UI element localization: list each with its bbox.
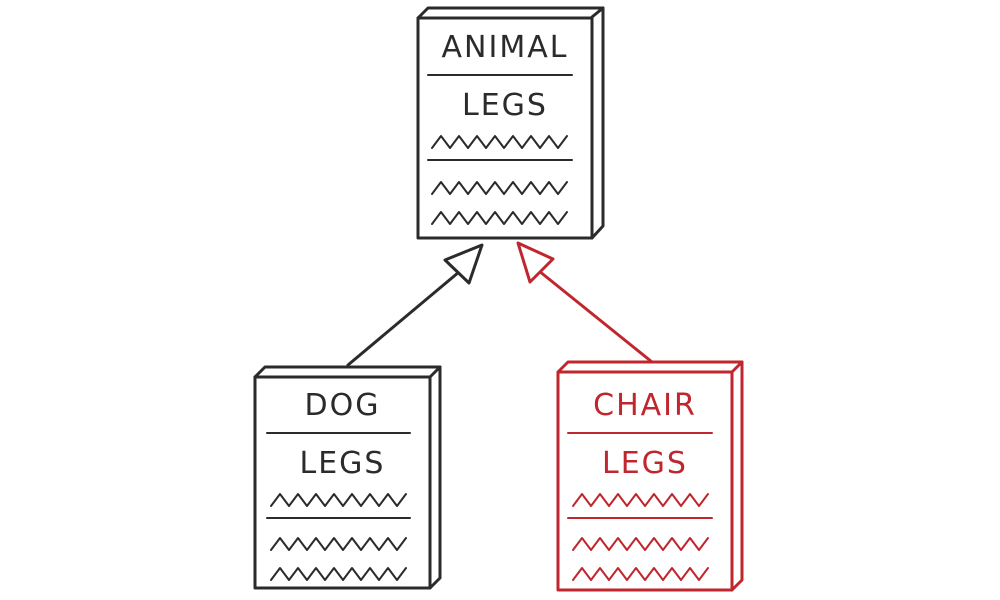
zigzag-placeholder <box>572 537 709 551</box>
class-box-chair <box>556 360 744 592</box>
zigzag-placeholder <box>572 567 709 581</box>
box-front <box>416 16 594 240</box>
class-name-chair: CHAIR <box>593 388 697 423</box>
class-box-dog <box>253 365 442 590</box>
class-name-dog: DOG <box>304 388 381 423</box>
box-depth-corner <box>428 365 442 379</box>
zigzag-placeholder <box>431 181 568 195</box>
box-depth-corner <box>590 6 605 19</box>
zigzag-placeholder <box>270 493 407 507</box>
class-member-chair-legs: LEGS <box>602 446 688 481</box>
inheritance-arrow-chair-animal <box>516 241 654 364</box>
class-member-dog-legs: LEGS <box>299 446 386 481</box>
class-member-animal-legs: LEGS <box>462 88 548 123</box>
zigzag-placeholder <box>270 567 407 581</box>
class-name-animal: ANIMAL <box>441 30 569 65</box>
class-box-animal <box>416 6 605 240</box>
zigzag-placeholder <box>431 135 568 149</box>
hollow-triangle-arrowhead <box>516 241 555 284</box>
arrow-shaft <box>346 270 461 367</box>
arrow-shaft <box>537 269 654 364</box>
inheritance-arrow-dog-animal <box>346 243 484 367</box>
box-front <box>253 375 432 590</box>
zigzag-placeholder <box>431 211 568 225</box>
hollow-triangle-arrowhead <box>443 243 484 285</box>
box-front <box>556 370 734 592</box>
zigzag-placeholder <box>572 493 709 507</box>
zigzag-placeholder <box>270 537 407 551</box>
box-depth-corner <box>730 360 744 374</box>
